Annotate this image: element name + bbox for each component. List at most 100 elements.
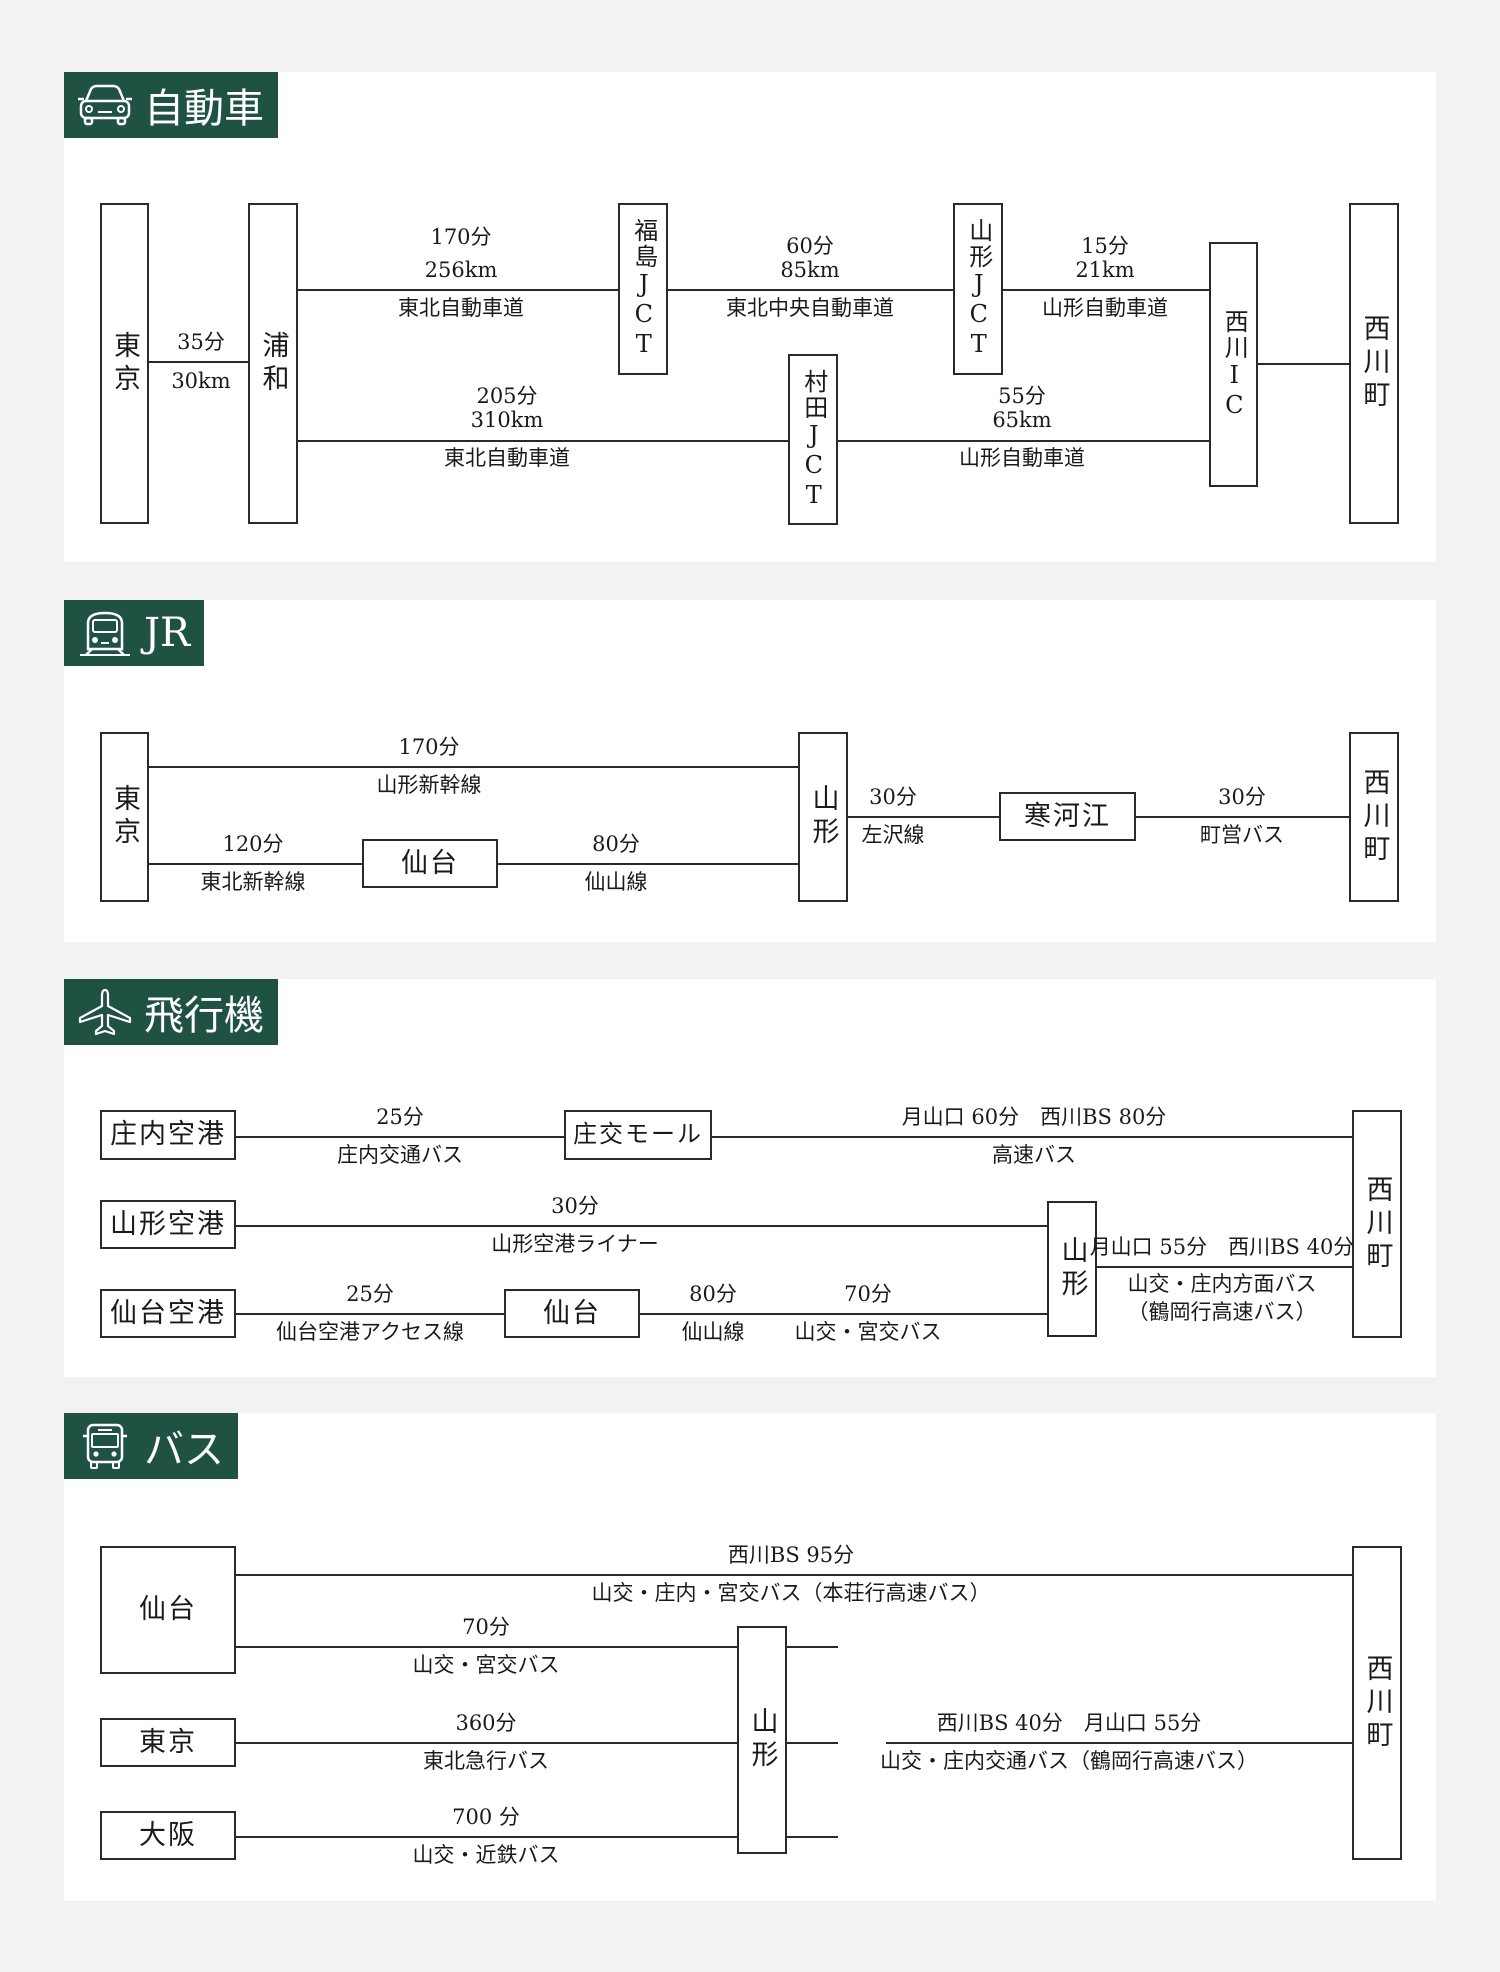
- segment-line: 庄内交通バス: [337, 1143, 463, 1167]
- segment-time: 700 分: [452, 1805, 520, 1829]
- node-nishikawa-town: 西川町: [1352, 1546, 1402, 1860]
- route-line: [886, 1742, 1352, 1744]
- segment-line: 山形新幹線: [376, 773, 482, 797]
- route-line: [234, 1742, 838, 1744]
- bus-icon: [83, 1423, 127, 1469]
- node-fukushima-jct: 福島JCT: [618, 203, 668, 375]
- node-urawa: 浦和: [248, 203, 298, 524]
- segment-line: 左沢線: [861, 823, 925, 847]
- segment-line: 山交・宮交バス: [412, 1653, 560, 1677]
- node-sendai: 仙台: [504, 1289, 640, 1338]
- segment-time: 170分: [398, 735, 460, 759]
- route-line: [1134, 816, 1349, 818]
- segment-time: 月山口 55分 西川BS 40分: [1089, 1235, 1355, 1259]
- segment-time: 西川BS 40分 月山口 55分: [936, 1711, 1202, 1735]
- segment-time: 25分: [376, 1105, 424, 1129]
- segment-road: 山形自動車道: [959, 446, 1085, 470]
- segment-distance: 30km: [171, 369, 231, 393]
- bus-section-header: バス: [64, 1413, 238, 1479]
- segment-time: 15分: [1081, 234, 1129, 258]
- node-yamagata-airport: 山形空港: [100, 1200, 236, 1249]
- segment-time: 80分: [592, 832, 640, 856]
- segment-time: 70分: [844, 1282, 892, 1306]
- node-sendai-airport: 仙台空港: [100, 1289, 236, 1338]
- segment-distance: 21km: [1075, 258, 1135, 282]
- segment-line: 山交・庄内交通バス（鶴岡行高速バス）: [880, 1749, 1258, 1773]
- route-line: [1254, 363, 1370, 365]
- segment-time: 30分: [551, 1194, 599, 1218]
- node-nishikawa-town: 西川町: [1349, 203, 1399, 524]
- car-section-header: 自動車: [64, 72, 278, 138]
- node-yamagata: 山形: [1047, 1201, 1097, 1337]
- segment-time: 120分: [222, 832, 284, 856]
- segment-distance: 65km: [992, 408, 1052, 432]
- segment-time: 35分: [177, 330, 225, 354]
- node-yamagata: 山形: [737, 1626, 787, 1854]
- segment-note: （鶴岡行高速バス）: [1127, 1300, 1317, 1324]
- segment-line: 山交・庄内方面バス: [1127, 1272, 1317, 1296]
- route-line: [149, 361, 248, 363]
- segment-line: 山形空港ライナー: [491, 1232, 659, 1256]
- segment-time: 60分: [786, 234, 834, 258]
- route-line: [234, 1225, 1048, 1227]
- segment-line: 山交・近鉄バス: [412, 1843, 560, 1867]
- node-yamagata: 山形: [798, 732, 848, 902]
- segment-line: 仙台空港アクセス線: [276, 1320, 464, 1344]
- segment-time: 西川BS 95分: [727, 1543, 855, 1567]
- node-sendai: 仙台: [100, 1546, 236, 1674]
- route-line: [711, 1136, 1352, 1138]
- segment-time: 170分: [430, 225, 492, 249]
- segment-time: 30分: [869, 785, 917, 809]
- airplane-icon: [78, 988, 132, 1036]
- route-line: [149, 766, 798, 768]
- segment-line: 町営バス: [1200, 823, 1284, 847]
- segment-time: 205分: [476, 384, 538, 408]
- node-yamagata-jct: 山形JCT: [953, 203, 1003, 375]
- segment-distance: 256km: [424, 258, 498, 282]
- route-line: [234, 1313, 570, 1315]
- segment-time: 80分: [689, 1282, 737, 1306]
- route-line: [234, 1574, 1352, 1576]
- route-line: [668, 289, 1026, 291]
- segment-time: 30分: [1218, 785, 1266, 809]
- segment-line: 仙山線: [681, 1320, 745, 1344]
- segment-road: 東北自動車道: [444, 446, 570, 470]
- segment-distance: 85km: [780, 258, 840, 282]
- segment-road: 東北自動車道: [398, 296, 524, 320]
- jr-section-header: JR: [64, 600, 205, 666]
- plane-section: 飛行機 庄内空港 庄交モール 山形空港 仙台空港 仙台 山形 西川町 25分 庄…: [64, 979, 1436, 1377]
- segment-distance: 310km: [470, 408, 544, 432]
- plane-section-title: 飛行機: [144, 993, 264, 1039]
- car-icon: [78, 84, 132, 126]
- segment-time: 55分: [998, 384, 1046, 408]
- node-nishikawa-town: 西川町: [1349, 732, 1399, 902]
- plane-section-header: 飛行機: [64, 979, 278, 1045]
- segment-road: 東北中央自動車道: [726, 296, 894, 320]
- node-nishikawa-town: 西川町: [1352, 1110, 1402, 1338]
- route-line: [1095, 1266, 1352, 1268]
- segment-line: 東北新幹線: [200, 870, 306, 894]
- node-nishikawa-ic: 西川IC: [1209, 242, 1258, 487]
- segment-line: 仙山線: [584, 870, 648, 894]
- segment-line: 山交・宮交バス: [794, 1320, 942, 1344]
- route-line: [638, 1313, 1048, 1315]
- node-shoko-mall: 庄交モール: [564, 1110, 712, 1160]
- bus-section-title: バス: [144, 1427, 224, 1473]
- route-line: [838, 440, 1222, 442]
- route-line: [848, 816, 1061, 818]
- train-icon: [80, 611, 130, 656]
- node-tokyo: 東京: [100, 732, 149, 902]
- node-sendai: 仙台: [362, 839, 498, 888]
- car-section: 自動車 東京 浦和 福島JCT 山形JCT 村田JCT 西川IC 西川町 35分…: [64, 72, 1436, 562]
- route-line: [234, 1646, 838, 1648]
- route-line: [149, 863, 447, 865]
- car-section-title: 自動車: [144, 86, 264, 132]
- segment-time: 月山口 60分 西川BS 80分: [901, 1105, 1167, 1129]
- jr-section-title: JR: [144, 610, 191, 656]
- route-line: [234, 1836, 838, 1838]
- route-line: [234, 1136, 629, 1138]
- segment-time: 25分: [346, 1282, 394, 1306]
- segment-line: 高速バス: [992, 1143, 1076, 1167]
- segment-line: 山交・庄内・宮交バス（本荘行高速バス）: [591, 1581, 991, 1605]
- route-line: [1003, 289, 1222, 291]
